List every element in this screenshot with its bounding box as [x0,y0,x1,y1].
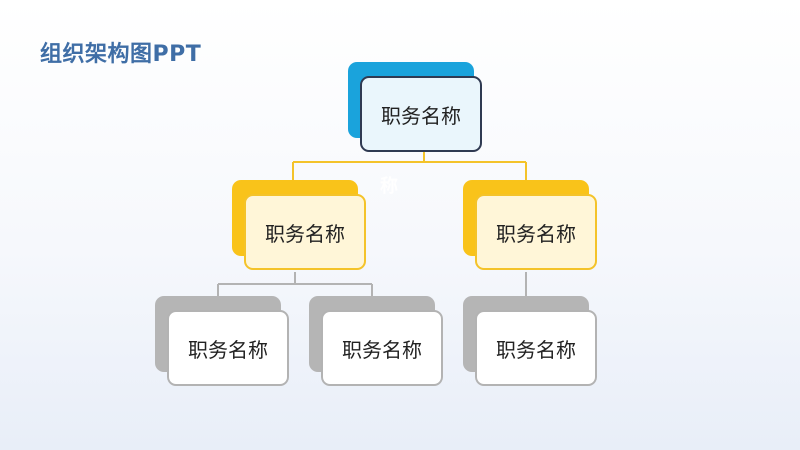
node-level2-right-label: 职务名称 [496,221,576,246]
node-level2-left-label: 职务名称 [265,221,345,246]
page-title: 组织架构图PPT [40,42,202,67]
node-level3-1-box: 职务名称 [167,310,289,386]
node-level3-2-box: 职务名称 [321,310,443,386]
node-level2-left-box: 职务名称 [244,194,366,270]
node-level3-3-box: 职务名称 [475,310,597,386]
node-root-label: 职务名称 [381,103,461,128]
node-level3-1-label: 职务名称 [188,337,268,362]
node-level3-2-label: 职务名称 [342,337,422,362]
node-root-box: 职务名称 [360,76,482,152]
node-level2-right-box: 职务名称 [475,194,597,270]
ghost-text: 称 [380,176,398,197]
node-level3-3-label: 职务名称 [496,337,576,362]
